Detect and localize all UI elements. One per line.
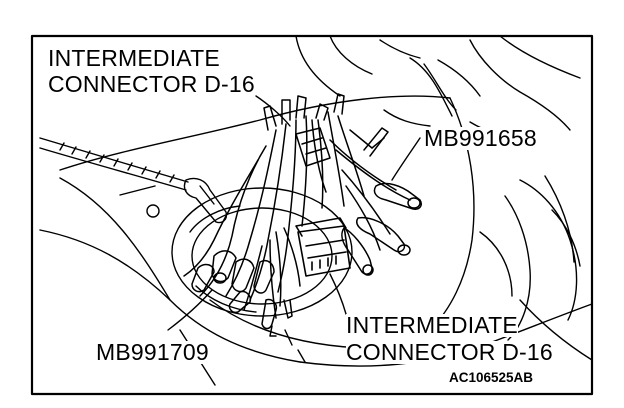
connector-d16-upper: [295, 127, 331, 167]
alligator-clips-lower: [191, 250, 293, 337]
figure-code: AC106525AB: [449, 370, 534, 385]
leader-lines: [167, 95, 421, 331]
mount-hole: [146, 204, 160, 218]
alligator-clips-right: [341, 182, 422, 276]
callout-mb991709: MB991709: [96, 339, 209, 365]
callout-bottom-connector-line2: CONNECTOR D-16: [346, 339, 553, 365]
leader-bottom-connector: [329, 273, 347, 315]
callout-bottom-connector-line1: INTERMEDIATE: [346, 312, 518, 338]
wiring-harness: [39, 137, 228, 224]
connector-d16-lower: [295, 217, 351, 277]
probe-lead-bundle: [183, 111, 411, 319]
callout-top-connector-line1: INTERMEDIATE: [48, 45, 220, 71]
leader-top-connector: [255, 95, 291, 127]
figure-border: [30, 34, 594, 396]
body-panel: [39, 95, 593, 386]
service-hole: [171, 187, 353, 317]
probe-pins-top: [263, 93, 389, 157]
upper-right-structure: [295, 35, 593, 361]
leader-mb991658: [391, 137, 421, 181]
connector-plug-left: [183, 177, 228, 224]
callout-mb991658: MB991658: [424, 125, 537, 151]
callout-top-connector-line2: CONNECTOR D-16: [48, 71, 255, 97]
leader-mb991709: [167, 289, 213, 331]
